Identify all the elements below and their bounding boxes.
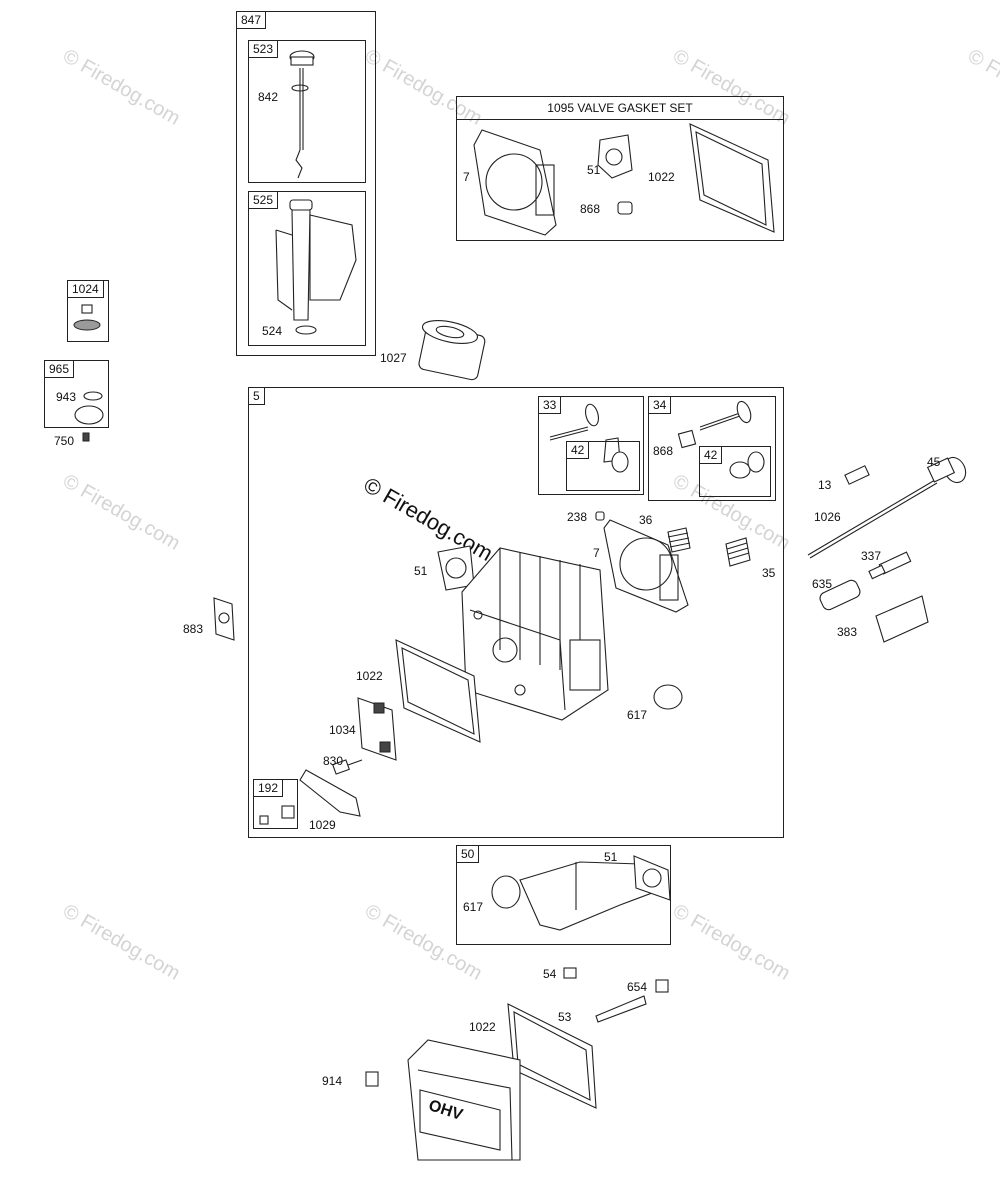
kit-number-192: 192 — [254, 780, 284, 797]
rocker-arm-part — [299, 769, 361, 817]
part-label-238: 238 — [567, 510, 588, 524]
part-label-943: 943 — [56, 390, 77, 404]
part-label-13: 13 — [818, 478, 832, 492]
part-label-617: 617 — [627, 708, 648, 722]
part-label-1022: 1022 — [648, 170, 675, 184]
kit-number-42: 42 — [700, 447, 723, 464]
head-gasket-part — [603, 519, 689, 613]
kit-box-192: 192 — [253, 779, 298, 829]
valve-gasket-set-title: 1095 VALVE GASKET SET — [457, 97, 783, 120]
rocker-stud-part — [332, 759, 363, 775]
fill-tube-part — [275, 199, 357, 335]
kit-box-34: 34 — [648, 396, 776, 501]
part-label-883: 883 — [183, 622, 204, 636]
kit-number-965: 965 — [45, 361, 75, 378]
rocker-cover-part — [407, 1039, 521, 1161]
part-label-51: 51 — [414, 564, 428, 578]
intake-gasket-left-part — [213, 597, 235, 641]
kit-number-847: 847 — [237, 12, 267, 29]
kit-box-847: 847 — [236, 11, 376, 356]
kit-box-523: 523 — [248, 40, 366, 183]
part-label-36: 36 — [639, 513, 653, 527]
part-label-830: 830 — [323, 754, 344, 768]
part-label-7: 7 — [593, 546, 600, 560]
part-label-1022: 1022 — [469, 1020, 496, 1034]
kit-box-1024: 1024 — [67, 280, 109, 342]
part-label-868: 868 — [580, 202, 601, 216]
cylinder-head-part — [461, 547, 609, 721]
adjusting-screw-part — [259, 805, 295, 825]
kit-number-525: 525 — [249, 192, 279, 209]
kit-number-523: 523 — [249, 41, 279, 58]
part-label-51: 51 — [587, 163, 601, 177]
kit-number-50: 50 — [457, 846, 480, 863]
part-label-337: 337 — [861, 549, 882, 563]
kit-box-33: 33 — [538, 396, 644, 495]
dipstick-part — [289, 50, 315, 179]
kit-number-34: 34 — [649, 397, 672, 414]
part-label-1034: 1034 — [329, 723, 356, 737]
kit-box-525: 525 — [248, 191, 366, 346]
plug-wire-terminal-part — [875, 595, 929, 643]
part-label-51: 51 — [604, 850, 618, 864]
part-label-842: 842 — [258, 90, 279, 104]
part-label-617: 617 — [463, 900, 484, 914]
part-label-868: 868 — [653, 444, 674, 458]
cover-bolt-parts — [365, 967, 669, 1087]
kit-number-1024: 1024 — [68, 281, 104, 298]
part-label-1022: 1022 — [356, 669, 383, 683]
spark-plug-part — [868, 551, 912, 580]
intake-valve-part — [549, 403, 629, 473]
o-ring-part — [653, 684, 683, 710]
part-label-654: 654 — [627, 980, 648, 994]
part-label-383: 383 — [837, 625, 858, 639]
rocker-cover-gasket-bottom-part — [507, 1003, 597, 1109]
part-label-914: 914 — [322, 1074, 343, 1088]
part-label-1026: 1026 — [814, 510, 841, 524]
part-label-45: 45 — [927, 455, 941, 469]
kit-box-965: 965 — [44, 360, 109, 428]
kit-box-42a: 42 — [566, 441, 640, 491]
oil-drain-parts — [74, 391, 104, 442]
kit-box-1095: 1095 VALVE GASKET SET — [456, 96, 784, 241]
valve-gasket-set-parts — [473, 123, 775, 236]
kit-box-50: 50 — [456, 845, 671, 945]
part-label-35: 35 — [762, 566, 776, 580]
exhaust-valve-part — [677, 400, 765, 479]
part-label-7: 7 — [463, 170, 470, 184]
part-label-1027: 1027 — [380, 351, 407, 365]
part-label-53: 53 — [558, 1010, 572, 1024]
kit-number-33: 33 — [539, 397, 562, 414]
part-label-635: 635 — [812, 577, 833, 591]
oil-filter-part — [418, 320, 486, 381]
push-rod-parts — [807, 456, 967, 559]
kit-number-5: 5 — [249, 388, 265, 405]
kit-box-42b: 42 — [699, 446, 771, 497]
part-label-750: 750 — [54, 434, 75, 448]
breather-plate-part — [357, 697, 397, 761]
part-label-54: 54 — [543, 967, 557, 981]
rocker-cover-gasket-part — [395, 639, 481, 743]
kit-number-42: 42 — [567, 442, 590, 459]
oil-drain-plug-part — [73, 304, 101, 331]
part-label-1029: 1029 — [309, 818, 336, 832]
part-label-524: 524 — [262, 324, 283, 338]
kit-box-5: 5 — [248, 387, 784, 838]
valve-spring-parts — [595, 511, 751, 567]
plug-boot-part — [819, 579, 861, 611]
